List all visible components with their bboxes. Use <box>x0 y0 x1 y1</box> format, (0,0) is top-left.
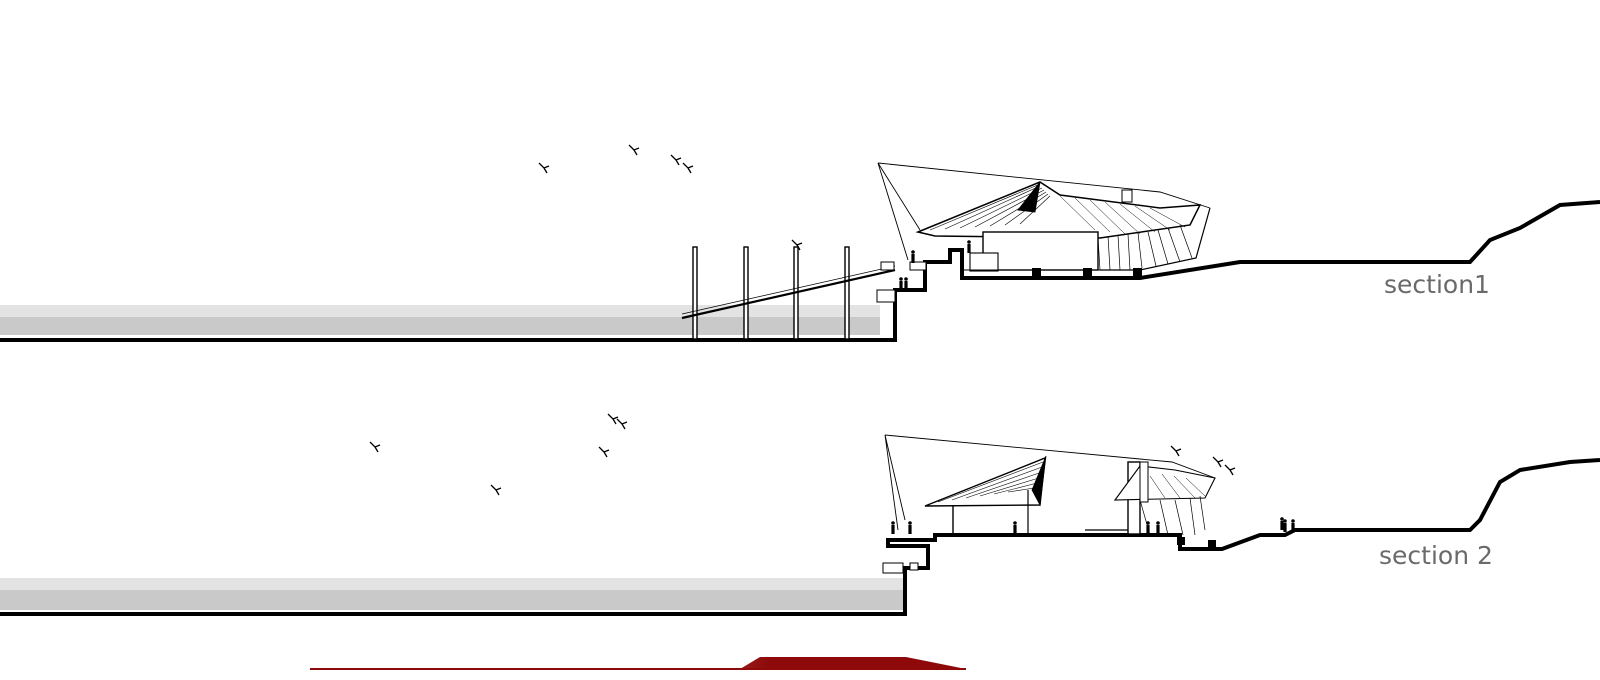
ramp-rail <box>681 265 896 315</box>
building-volume <box>962 231 1140 272</box>
water-depth <box>0 590 905 610</box>
section-1-label: section1 <box>1384 270 1490 299</box>
canopy-outline <box>884 434 1216 531</box>
curtain-wall <box>1097 189 1211 271</box>
person-icon <box>891 517 1295 534</box>
water-depth <box>0 317 880 335</box>
roof-blades <box>915 181 1202 239</box>
bird-icon <box>538 144 803 251</box>
canopy-outline <box>877 162 1211 261</box>
bird-icon <box>369 413 1236 496</box>
quay-boxes <box>882 562 919 574</box>
footings <box>1032 268 1142 277</box>
section-1: section1 <box>0 144 1600 342</box>
water-surface <box>0 578 905 590</box>
ground-profile <box>0 458 1600 616</box>
water-surface <box>0 305 880 317</box>
ramp <box>681 268 896 320</box>
ground-profile <box>0 200 1600 342</box>
footings <box>1177 537 1216 548</box>
red-accent-bar <box>310 657 966 669</box>
quay-boxes <box>876 261 927 303</box>
section-2-label: section 2 <box>1379 541 1493 570</box>
section-2: section 2 <box>0 413 1600 616</box>
roof-blades <box>924 455 1130 535</box>
pavilion <box>1113 461 1216 536</box>
